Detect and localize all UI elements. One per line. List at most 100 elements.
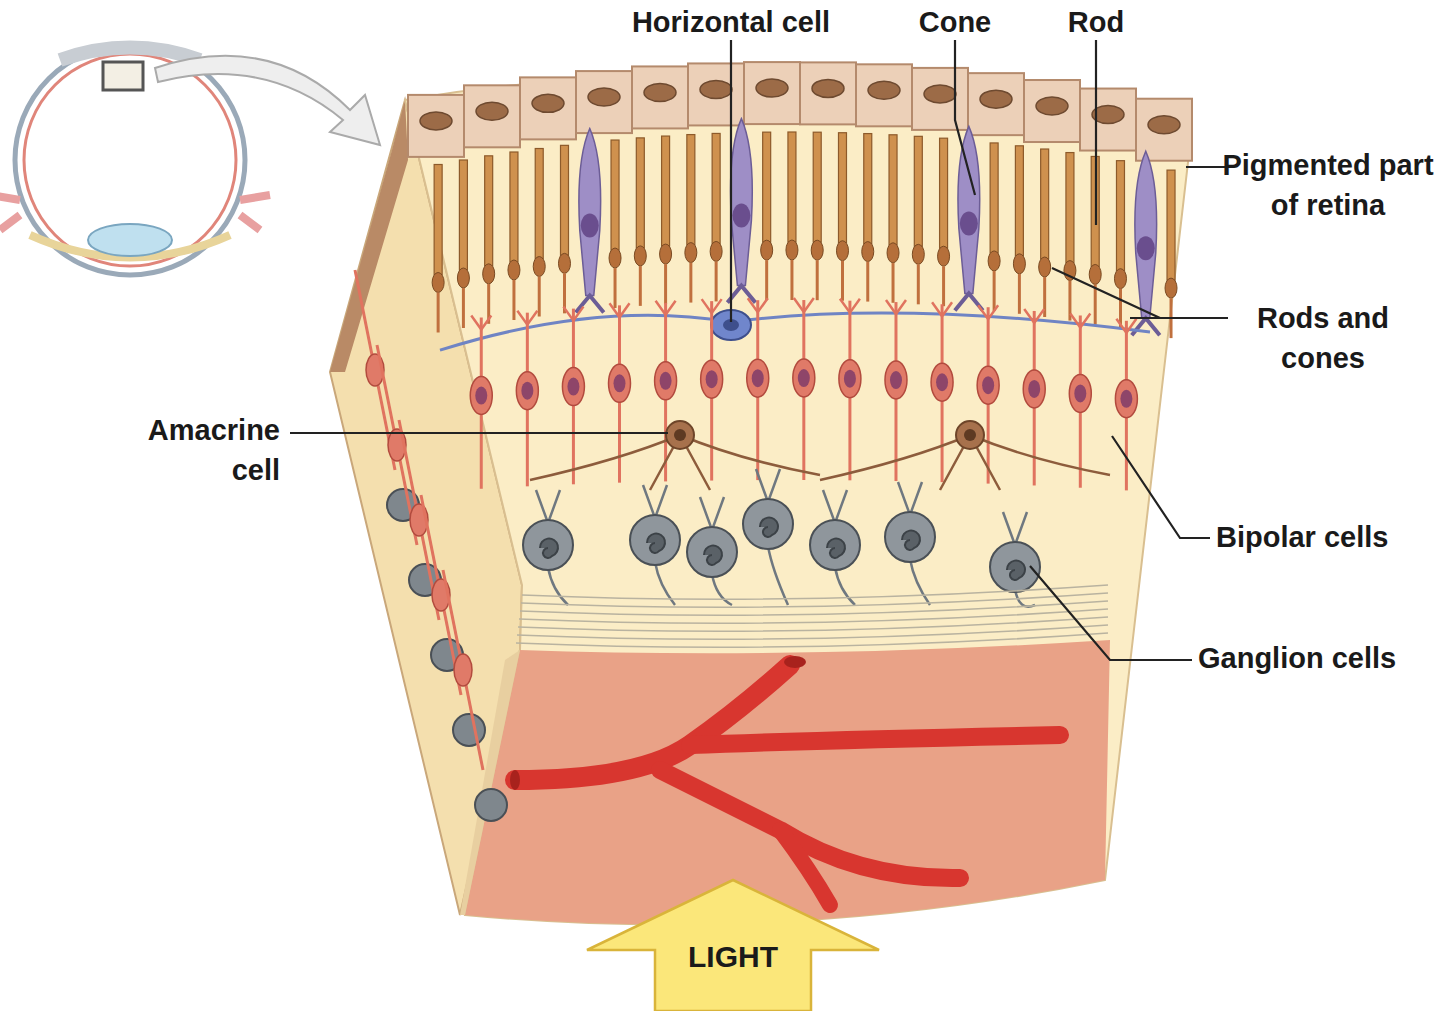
bipolar-cell: [701, 360, 723, 398]
nerve-fibre: [517, 625, 1108, 639]
rod-axon: [715, 261, 718, 301]
rod-nucleus: [432, 272, 444, 292]
cone-nucleus: [960, 211, 978, 235]
pigment-nucleus: [924, 85, 956, 103]
pigment-cell: [800, 62, 856, 124]
rod-nucleus: [938, 246, 950, 266]
nerve-fibre: [520, 601, 1108, 615]
rod-axon: [993, 271, 996, 311]
vessel: [515, 665, 790, 780]
pigment-nucleus: [588, 88, 620, 106]
amacrine-nucleus: [964, 429, 976, 441]
ganglion-nucleus: [1007, 561, 1025, 580]
pigment-nucleus: [476, 102, 508, 120]
rod-cell: [838, 133, 846, 243]
rod-axon: [437, 292, 440, 332]
side-bipolar-cell: [454, 654, 472, 686]
pigment-nucleus: [700, 80, 732, 98]
cone-cell: [1135, 151, 1157, 318]
bipolar-dendrite: [978, 305, 998, 319]
eye-zoom-box: [103, 62, 143, 90]
rod-axon: [462, 288, 465, 328]
ganglion-cell: [990, 542, 1040, 592]
rod-nucleus: [508, 260, 520, 280]
bipolar-nucleus: [752, 369, 764, 387]
bipolar-nucleus: [798, 369, 810, 387]
rod-cell: [535, 149, 543, 259]
pigment-cell: [968, 73, 1024, 135]
bipolar-cell: [977, 366, 999, 404]
rod-axon: [538, 277, 541, 317]
ganglion-cell: [743, 499, 793, 549]
rod-nucleus: [862, 242, 874, 262]
arrow-label: LIGHT: [585, 940, 881, 974]
rod-nucleus: [1039, 257, 1051, 277]
rod-nucleus: [887, 243, 899, 263]
rod-nucleus: [483, 264, 495, 284]
ganglion-nucleus: [760, 518, 778, 537]
bipolar-dendrite: [1024, 309, 1044, 323]
part-label: Ganglion cells: [1198, 638, 1440, 678]
pigment-nucleus: [812, 79, 844, 97]
pigment-nucleus: [980, 90, 1012, 108]
pigment-nucleus: [868, 81, 900, 99]
pigment-cell: [688, 63, 744, 125]
bipolar-cell: [931, 363, 953, 401]
eye-retina-strip: [60, 48, 200, 61]
rod-cell: [889, 135, 897, 245]
leader-line: [1052, 268, 1228, 318]
nerve-fibre: [521, 593, 1108, 607]
bipolar-cell: [1023, 370, 1045, 408]
rod-nucleus: [1165, 278, 1177, 298]
leader-line: [1112, 436, 1210, 538]
pigment-cell: [744, 62, 800, 124]
amacrine-cell: [956, 421, 984, 449]
rod-axon: [866, 262, 869, 302]
leader-line: [1186, 166, 1225, 168]
rod-axon: [689, 263, 692, 303]
pigment-cell: [1080, 89, 1136, 151]
bipolar-cell: [747, 359, 769, 397]
rod-nucleus: [761, 240, 773, 260]
part-label: Rod: [1052, 2, 1140, 42]
nerve-fibre: [518, 617, 1108, 631]
eye-lens: [88, 224, 172, 256]
leader-line: [1030, 566, 1192, 660]
bipolar-nucleus: [844, 370, 856, 388]
ganglion-nucleus: [704, 546, 722, 565]
ganglion-cell: [885, 512, 935, 562]
pigment-nucleus: [756, 79, 788, 97]
rod-nucleus: [533, 257, 545, 277]
rod-cell: [940, 138, 948, 248]
bipolar-cell: [609, 364, 631, 402]
vessel: [690, 735, 1060, 745]
rod-nucleus: [1114, 269, 1126, 289]
rod-axon: [1094, 284, 1097, 324]
rod-cell: [687, 135, 695, 245]
rod-nucleus: [988, 251, 1000, 271]
bipolar-nucleus: [1074, 384, 1086, 402]
bipolar-dendrite: [1070, 313, 1090, 327]
bipolar-cell: [885, 361, 907, 399]
part-label: Pigmented part of retina: [1222, 145, 1434, 225]
cone-nucleus: [1137, 236, 1155, 260]
bipolar-cell: [470, 377, 492, 415]
rod-cell: [636, 138, 644, 248]
bipolar-cell: [1069, 374, 1091, 412]
cell-layers: [355, 62, 1192, 821]
ganglion-cell: [523, 520, 573, 570]
rod-axon: [841, 261, 844, 301]
rod-cell: [763, 132, 771, 242]
rod-cell: [510, 152, 518, 262]
rod-axon: [790, 260, 793, 300]
rod-nucleus: [710, 241, 722, 261]
pigment-nucleus: [1148, 116, 1180, 134]
wedge-front-face: [405, 76, 1190, 925]
pigment-cell: [464, 85, 520, 147]
bipolar-dendrite: [702, 299, 722, 313]
rod-axon: [765, 260, 768, 300]
rod-axon: [917, 264, 920, 304]
light-arrow: LIGHT: [585, 878, 881, 1011]
rod-nucleus: [836, 241, 848, 261]
